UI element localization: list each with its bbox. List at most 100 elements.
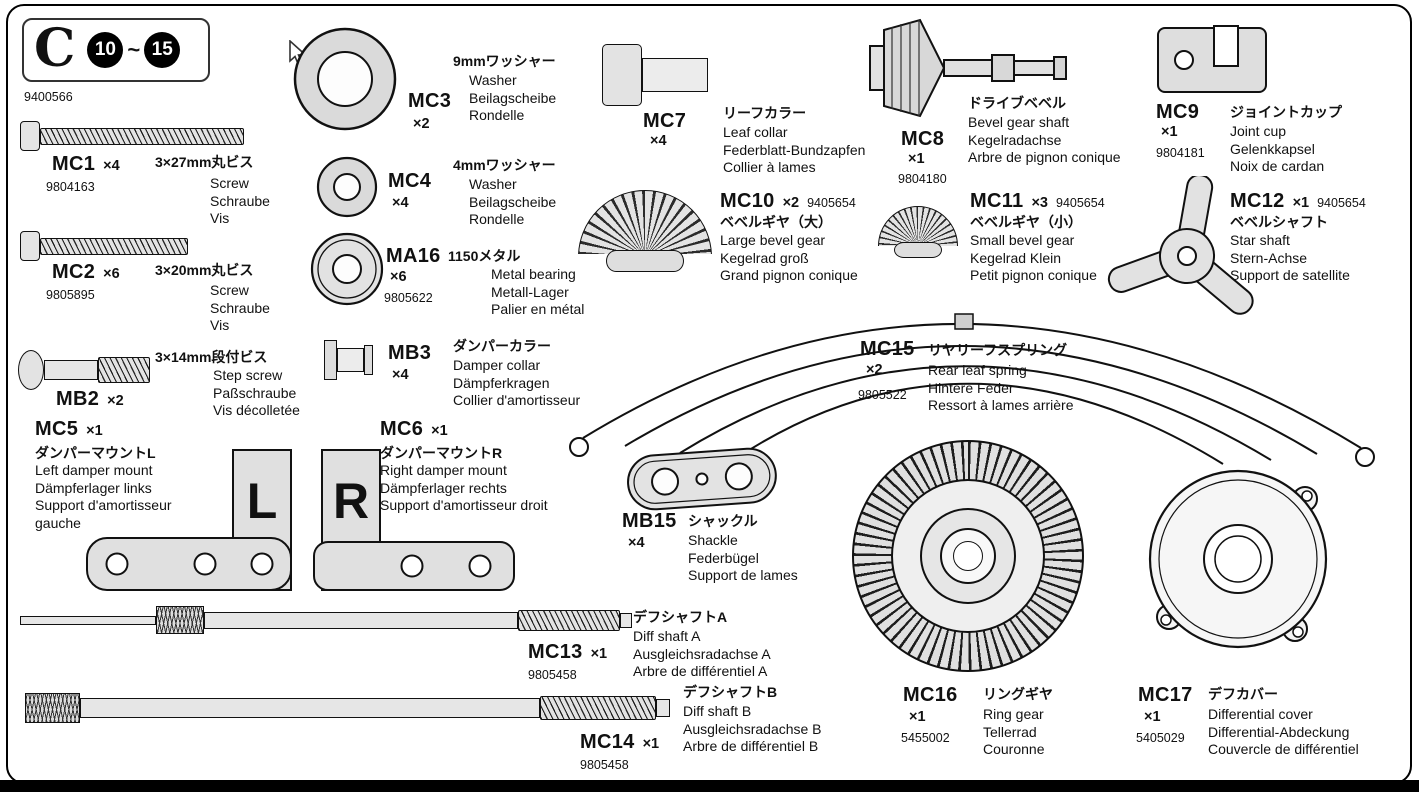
- part-label-mb2: MB2×2: [56, 388, 124, 410]
- parts-bag-box: C 10 ~ 15: [22, 18, 210, 82]
- part-label-mc6: MC6×1: [380, 418, 448, 440]
- bearing-ma16-drawing: [310, 232, 384, 306]
- part-code-mc14: 9805458: [580, 758, 629, 772]
- part-qty-mc9: ×1: [1161, 124, 1178, 140]
- part-qty-mb15: ×4: [628, 535, 645, 551]
- diff-shaft-a-mc13-drawing: [20, 600, 632, 640]
- part-size-ma16: 1150メタル: [448, 248, 521, 264]
- diff-shaft-b-mc14-drawing: [25, 688, 673, 728]
- part-size-mc17: デフカバー: [1208, 686, 1278, 702]
- damper-collar-mb3-drawing: [324, 338, 374, 382]
- part-qty-mc8: ×1: [908, 151, 925, 167]
- part-qty-mc7: ×4: [650, 133, 667, 149]
- part-label-mb3: MB3: [388, 342, 432, 364]
- part-code-mc17: 5405029: [1136, 731, 1185, 745]
- part-label-mc3: MC3: [408, 90, 452, 112]
- part-label-mc7: MC7: [643, 110, 687, 132]
- joint-cup-mc9-drawing: [1157, 25, 1267, 93]
- left-damper-mount-mc5-drawing: L: [86, 449, 292, 591]
- screw-mc1-drawing: [20, 118, 246, 154]
- part-size-mc4: 4mmワッシャー: [453, 157, 556, 173]
- leaf-collar-mc7-drawing: [602, 44, 712, 106]
- ring-gear-mc16-drawing: [852, 440, 1084, 672]
- part-size-mc8: ドライブベベル: [968, 95, 1066, 111]
- part-size-mb15: シャックル: [688, 513, 758, 529]
- part-size-mc1: 3×27mm丸ビス: [155, 154, 254, 170]
- part-label-mc1: MC1×4: [52, 153, 120, 175]
- part-code-mc2: 9805895: [46, 288, 95, 302]
- part-label-mc5: MC5×1: [35, 418, 103, 440]
- part-code-mc13: 9805458: [528, 668, 577, 682]
- part-size-mc10: ベベルギヤ（大）: [720, 214, 832, 230]
- star-shaft-mc12-drawing: [1107, 176, 1254, 315]
- sheet-bottom-edge: [0, 780, 1419, 792]
- part-size-mc5: ダンパーマウントL: [35, 445, 156, 461]
- part-size-mc2: 3×20mm丸ビス: [155, 262, 254, 278]
- part-label-ma16: MA16: [386, 245, 441, 267]
- part-size-mc14: デフシャフトB: [683, 684, 778, 700]
- part-size-mc7: リーフカラー: [723, 105, 807, 121]
- part-code-mc9: 9804181: [1156, 146, 1205, 160]
- part-qty-mc15: ×2: [866, 362, 883, 378]
- part-qty-mc4: ×4: [392, 195, 409, 211]
- part-qty-mc17: ×1: [1144, 709, 1161, 725]
- part-qty-ma16: ×6: [390, 269, 407, 285]
- part-size-mc9: ジョイントカップ: [1230, 104, 1342, 120]
- part-label-mc15: MC15: [860, 338, 915, 360]
- part-size-mc12: ベベルシャフト: [1230, 214, 1328, 230]
- mount-letter-r: R: [333, 473, 369, 529]
- washer-mc4-drawing: [316, 156, 378, 218]
- step-to-badge: 15: [144, 32, 181, 68]
- step-from-badge: 10: [87, 32, 124, 68]
- right-damper-mount-mc6-drawing: R: [313, 449, 515, 591]
- part-label-mc4: MC4: [388, 170, 432, 192]
- part-size-mc6: ダンパーマウントR: [380, 445, 503, 461]
- part-code-mc1: 9804163: [46, 180, 95, 194]
- bevel-gear-shaft-mc8-drawing: [869, 18, 1067, 118]
- step-separator: ~: [127, 37, 141, 62]
- large-bevel-gear-mc10-drawing: [578, 190, 712, 276]
- part-code-ma16: 9805622: [384, 291, 433, 305]
- part-size-mc15: リヤリーフスプリング: [928, 342, 1068, 358]
- part-label-mc17: MC17: [1138, 684, 1193, 706]
- part-code-mc8: 9804180: [898, 172, 947, 186]
- part-label-mc14: MC14×1: [580, 731, 660, 753]
- mount-letter-l: L: [247, 473, 278, 529]
- screw-mc2-drawing: [20, 228, 190, 264]
- part-qty-mc3: ×2: [413, 116, 430, 132]
- part-label-mc2: MC2×6: [52, 261, 120, 283]
- part-qty-mb3: ×4: [392, 367, 409, 383]
- leaf-spring-mc15-drawing: [569, 313, 1375, 467]
- washer-mc3-drawing: [293, 27, 397, 131]
- part-size-mc16: リングギヤ: [983, 686, 1053, 702]
- part-label-mc16: MC16: [903, 684, 958, 706]
- part-code-mc16: 5455002: [901, 731, 950, 745]
- part-label-mc13: MC13×1: [528, 641, 608, 663]
- part-code-mc15: 9805522: [858, 388, 907, 402]
- small-bevel-gear-mc11-drawing: [878, 206, 958, 264]
- part-size-mc13: デフシャフトA: [633, 609, 728, 625]
- diff-cover-mc17-drawing: [1148, 469, 1328, 649]
